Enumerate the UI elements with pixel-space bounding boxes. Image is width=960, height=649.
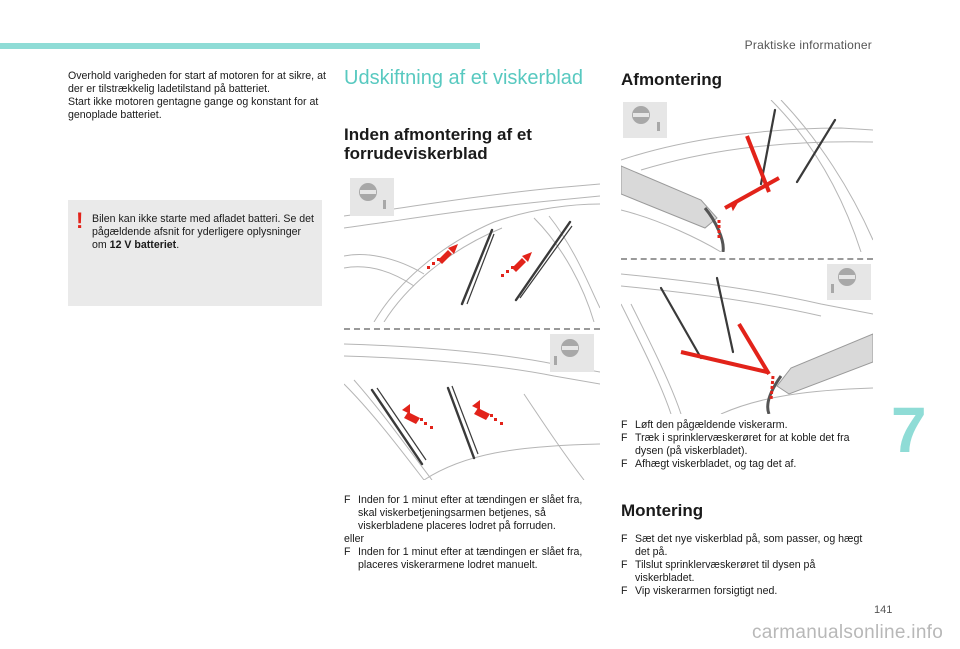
dashed-separator bbox=[344, 328, 600, 330]
chapter-number[interactable]: 7 bbox=[891, 394, 927, 466]
section-title: Udskiftning af et viskerblad bbox=[344, 67, 584, 89]
list-item-text: Løft den pågældende viskerarm. bbox=[635, 419, 788, 431]
intro-paragraph-2: Start ikke motoren gentagne gange og kon… bbox=[68, 96, 319, 121]
instructions-list-fitting: F Sæt det nye viskerblad på, som passer, … bbox=[621, 533, 873, 598]
instructions-list-before-removal: F Inden for 1 minut efter at tændingen er… bbox=[344, 494, 602, 572]
heading-afmontering: Afmontering bbox=[621, 70, 723, 89]
chapter-title: Praktiske informationer bbox=[744, 38, 872, 52]
list-item-text: Tilslut sprinklervæskerøret til dysen på… bbox=[635, 559, 816, 584]
warning-text-link: 12 V batteriet bbox=[109, 239, 177, 251]
warning-icon: ! bbox=[76, 208, 84, 233]
list-item: F Afhægt viskerbladet, og tag det af. bbox=[621, 458, 873, 471]
list-item-text: Sæt det nye viskerblad på, som passer, o… bbox=[635, 533, 863, 558]
warning-text-end: . bbox=[176, 239, 180, 251]
list-item: F Inden for 1 minut efter at tændingen er… bbox=[344, 494, 602, 533]
list-item-text: Inden for 1 minut efter at tændingen er … bbox=[358, 494, 583, 532]
list-item: F Vip viskerarmen forsigtigt ned. bbox=[621, 585, 873, 598]
warning-box: ! Bilen kan ikke starte med afladet batt… bbox=[68, 200, 322, 306]
steering-wheel-icon bbox=[623, 102, 667, 138]
illustration-wipers-raise-switch bbox=[344, 178, 600, 322]
bullet-icon: F bbox=[621, 419, 628, 431]
list-item-text: Træk i sprinklervæskerøret for at koble … bbox=[635, 432, 850, 457]
heading-montering: Montering bbox=[621, 501, 704, 520]
warning-text: Bilen kan ikke starte med afladet batter… bbox=[92, 213, 314, 252]
subtitle-before-removal: Inden afmontering af et forrudeviskerbla… bbox=[344, 125, 532, 163]
steering-wheel-icon bbox=[350, 178, 394, 216]
bullet-icon: F bbox=[344, 546, 351, 558]
list-item-text: Inden for 1 minut efter at tændingen er … bbox=[358, 546, 583, 571]
header-accent-bar bbox=[0, 43, 480, 49]
bullet-icon: F bbox=[621, 533, 628, 545]
steering-wheel-icon bbox=[827, 264, 871, 300]
watermark: carmanualsonline.info bbox=[752, 622, 944, 643]
chapter-tab[interactable] bbox=[880, 371, 960, 501]
list-item-text: Afhægt viskerbladet, og tag det af. bbox=[635, 458, 797, 470]
illustration-wipers-raise-manual bbox=[344, 334, 600, 480]
steering-wheel-icon bbox=[550, 334, 594, 372]
intro-text: Overhold varigheden for start af motoren… bbox=[68, 70, 326, 122]
list-item: F Sæt det nye viskerblad på, som passer, … bbox=[621, 533, 873, 559]
bullet-icon: F bbox=[344, 494, 351, 506]
illustration-removal-unhook-blade bbox=[621, 264, 873, 414]
warning-text-main: Bilen kan ikke starte med afladet batter… bbox=[92, 213, 315, 251]
illustration-removal-detach-hose bbox=[621, 100, 873, 252]
bullet-icon: F bbox=[621, 559, 628, 571]
list-item: F Inden for 1 minut efter at tændingen er… bbox=[344, 546, 602, 572]
list-item: F Løft den pågældende viskerarm. bbox=[621, 419, 873, 432]
page-number: 141 bbox=[874, 604, 893, 616]
list-item: F Træk i sprinklervæskerøret for at koble… bbox=[621, 432, 873, 458]
dashed-separator bbox=[621, 258, 873, 260]
bullet-icon: F bbox=[621, 585, 628, 597]
bullet-icon: F bbox=[621, 432, 628, 444]
list-item-or: eller bbox=[344, 533, 365, 545]
list-item-text: Vip viskerarmen forsigtigt ned. bbox=[635, 585, 778, 597]
instructions-list-removal: F Løft den pågældende viskerarm. F Træk i … bbox=[621, 419, 873, 471]
list-item: F Tilslut sprinklervæskerøret til dysen p… bbox=[621, 559, 873, 585]
bullet-icon: F bbox=[621, 458, 628, 470]
intro-paragraph-1: Overhold varigheden for start af motoren… bbox=[68, 70, 326, 95]
